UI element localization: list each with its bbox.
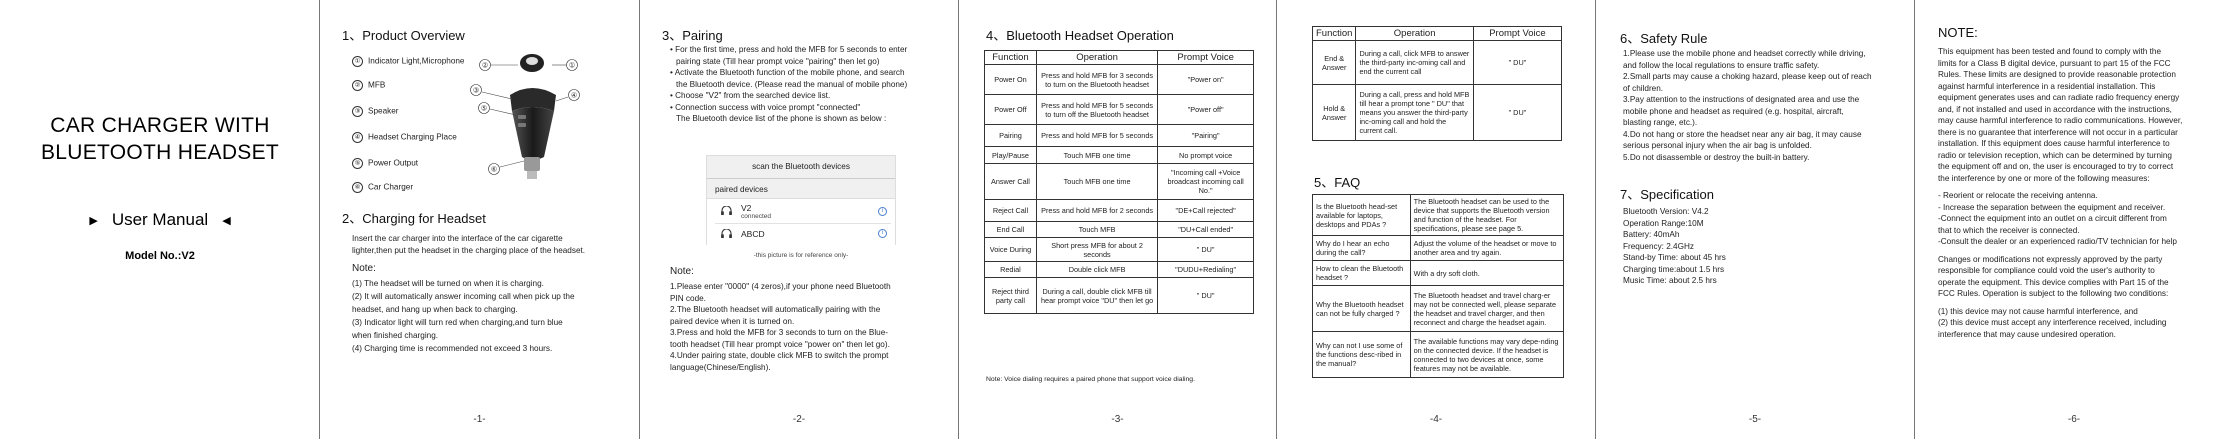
pairing-notes: 1.Please enter "0000" (4 zeros),if your … <box>670 282 891 372</box>
device-name: ABCD <box>741 229 765 239</box>
page-6: NOTE: This equipment has been tested and… <box>1915 0 2233 439</box>
safety-rules: 1.Please use the mobile phone and headse… <box>1623 49 1872 162</box>
faq-row: Why do I hear an echo during the call?Ad… <box>1312 235 1565 261</box>
charging-title: 2、Charging for Headset <box>342 211 486 226</box>
faq-row: How to clean the Bluetooth headset ?With… <box>1312 260 1565 286</box>
callout-label: ⑤ <box>481 105 487 113</box>
page-divider <box>1914 0 1915 439</box>
callout-label: ⑥ <box>491 166 497 174</box>
operation-table: Function Operation Prompt Voice Power On… <box>984 50 1254 314</box>
device-item-v2[interactable]: V2 connected i <box>707 201 895 223</box>
note-label: Note: <box>670 266 694 277</box>
page-number: -2- <box>792 414 806 425</box>
page-3: 4、Bluetooth Headset Operation Function O… <box>959 0 1276 439</box>
model-number: Model No.:V2 <box>125 250 195 262</box>
safety-title: 6、Safety Rule <box>1620 31 1708 46</box>
page-divider <box>639 0 640 439</box>
faq-table: Is the Bluetooth head-set available for … <box>1312 194 1565 378</box>
charging-instructions: Insert the car charger into the interfac… <box>352 234 586 255</box>
device-item-abcd[interactable]: ABCD i <box>707 224 895 244</box>
callout-label: ④ <box>571 92 577 100</box>
car-charger-illustration: ② ① ③ ④ ⑤ ⑥ <box>470 54 580 179</box>
charging-notes: (1) The headset will be turned on when i… <box>352 279 575 353</box>
operation-title: 4、Bluetooth Headset Operation <box>986 28 1174 43</box>
table-header-row: Function Operation Prompt Voice <box>1311 26 1563 41</box>
device-list: V2 connected i ABCD i <box>707 198 895 245</box>
triangle-right-icon: ▶ <box>89 215 98 228</box>
voice-dialing-footnote: Note: Voice dialing requires a paired ph… <box>986 376 1195 383</box>
info-icon[interactable]: i <box>878 207 887 216</box>
product-overview-title: 1、Product Overview <box>342 28 465 43</box>
faq-row: Why can not I use some of the functions … <box>1312 331 1565 378</box>
faq-row: Is the Bluetooth head-set available for … <box>1312 194 1565 236</box>
device-status: connected <box>741 213 771 220</box>
faq-row: Why the Bluetooth headset can not be ful… <box>1312 285 1565 332</box>
info-icon[interactable]: i <box>878 229 887 238</box>
page-divider <box>1276 0 1277 439</box>
bluetooth-device-screen: scan the Bluetooth devices paired device… <box>706 155 896 245</box>
user-manual-heading: ▶User Manual◀ <box>89 210 231 229</box>
page-number: -3- <box>1111 414 1124 425</box>
pairing-title: 3、Pairing <box>662 28 723 43</box>
paired-devices-label: paired devices <box>715 185 768 194</box>
headphones-icon <box>721 229 732 238</box>
reference-caption: -this picture is for reference only- <box>753 252 849 259</box>
page-number: -1- <box>473 414 486 425</box>
scan-title: scan the Bluetooth devices <box>752 162 850 171</box>
table-header-row: Function Operation Prompt Voice <box>984 50 1254 65</box>
callout-label: ① <box>569 62 575 70</box>
page-number: -4- <box>1429 414 1443 425</box>
fcc-note-title: NOTE: <box>1938 25 1978 40</box>
specification-title: 7、Specification <box>1620 187 1714 202</box>
page-number: -5- <box>1748 414 1762 425</box>
callout-label: ② <box>482 62 488 70</box>
fcc-statement: This equipment has been tested and found… <box>1938 47 2183 339</box>
callout-label: ③ <box>473 87 479 95</box>
page-2: 3、Pairing • For the first time, press an… <box>640 0 958 439</box>
cover-title: CAR CHARGER WITH BLUETOOTH HEADSET <box>40 114 280 164</box>
pairing-steps: • For the first time, press and hold the… <box>670 45 908 123</box>
specifications: Bluetooth Version: V4.2 Operation Range:… <box>1623 207 1726 285</box>
page-5: 6、Safety Rule 1.Please use the mobile ph… <box>1596 0 1914 439</box>
page-divider <box>1595 0 1596 439</box>
triangle-left-icon: ◀ <box>222 215 231 228</box>
cover-page: CAR CHARGER WITH BLUETOOTH HEADSET ▶User… <box>0 0 319 439</box>
note-label: Note: <box>352 263 376 274</box>
device-name: V2 <box>741 203 752 213</box>
page-divider <box>958 0 959 439</box>
page-divider <box>319 0 320 439</box>
headphones-icon <box>721 206 732 215</box>
operation-table-continued: Function Operation Prompt Voice End & An… <box>1311 26 1563 141</box>
page-number: -6- <box>2067 414 2081 425</box>
page-4: Function Operation Prompt Voice End & An… <box>1277 0 1595 439</box>
faq-title: 5、FAQ <box>1314 175 1361 190</box>
